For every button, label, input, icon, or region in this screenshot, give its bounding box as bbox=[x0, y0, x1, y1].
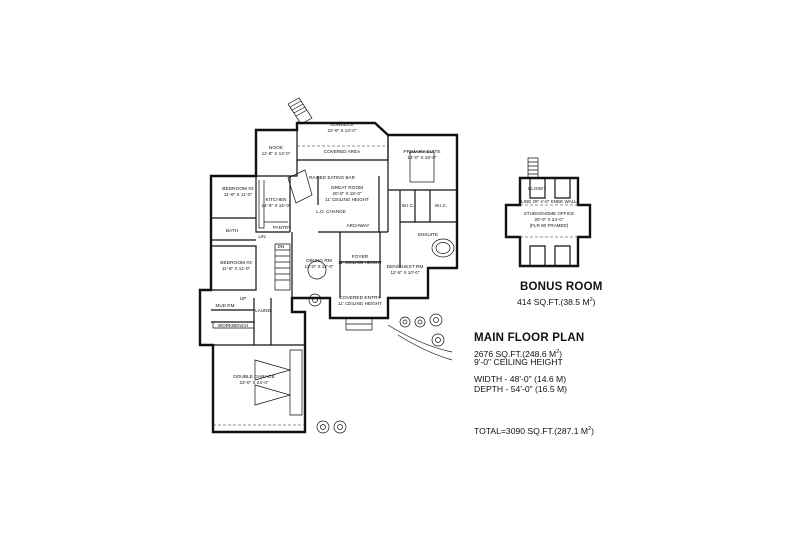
pantry-label: PANTRY bbox=[273, 225, 291, 230]
bonus-office-dims: 20'-0" X 24'-0" bbox=[534, 217, 563, 222]
main-floor-area: 2676 SQ.FT.(248.6 M2) bbox=[474, 347, 562, 359]
den-guest-label: DEN/GUEST RM bbox=[387, 264, 424, 270]
total-area-m2: (287.1 M bbox=[554, 425, 589, 436]
bonus-office-label: STUDIO/HOME OFFICE bbox=[524, 211, 575, 216]
bonus-room-area: 414 SQ.FT.(38.5 M2) bbox=[517, 295, 596, 307]
bonus-area-m2: (38.5 M bbox=[560, 296, 590, 307]
wic2-label: W.I.C. bbox=[435, 203, 448, 208]
lo-change-label: L.O. CHANGE bbox=[316, 209, 346, 214]
kitchen-label: KITCHEN bbox=[265, 197, 287, 203]
entry-steps bbox=[345, 317, 373, 331]
bonus-area-close: ) bbox=[592, 296, 596, 307]
main-depth: DEPTH - 54'-0" (16.5 M) bbox=[474, 384, 568, 394]
bonus-dormer-note: LINE OF 4'-0" KNEE WALL bbox=[521, 199, 577, 204]
bonus-walls bbox=[504, 176, 592, 268]
garage-column bbox=[289, 349, 303, 416]
covered-area-label: COVERED AREA bbox=[324, 149, 361, 154]
main-area-m2: (248.6 M bbox=[522, 348, 557, 359]
great-room-ceiling: 11' CEILING HEIGHT bbox=[325, 197, 369, 202]
main-floor-plan: SUNDECK 22'-8" X 14'-0" COVERED AREA NOO… bbox=[198, 97, 459, 434]
dining-table bbox=[307, 260, 327, 280]
main-area-sup: 2 bbox=[556, 349, 560, 355]
bonus-area-sqft: 414 SQ.FT. bbox=[517, 296, 561, 307]
nook-walls bbox=[255, 130, 298, 177]
main-width: WIDTH - 48'-0" (14.6 M) bbox=[474, 374, 567, 384]
primary-suite-dims: 14'-0" X 18'-0" bbox=[407, 155, 436, 160]
den-guest-dims: 12'-8" X 10'-0" bbox=[390, 270, 419, 275]
sundeck-dims: 22'-8" X 14'-0" bbox=[327, 128, 356, 133]
foyer-ceiling: 11' CEILING HEIGHT bbox=[338, 260, 382, 265]
total-area-sup: 2 bbox=[588, 426, 592, 432]
bonus-room-plan: STUDIO/HOME OFFICE 20'-0" X 24'-0" (FLR … bbox=[504, 157, 592, 268]
bonus-room-title: BONUS ROOM bbox=[520, 281, 603, 293]
sundeck-label: SUNDECK bbox=[330, 122, 354, 128]
laund-label: LAUND bbox=[255, 308, 271, 313]
bedroom3-label: BEDROOM #3 bbox=[220, 260, 252, 266]
covered-entry-ceiling: 11' CEILING HEIGHT bbox=[338, 301, 382, 306]
nook-label: NOOK bbox=[269, 145, 284, 151]
total-area-close: ) bbox=[591, 425, 595, 436]
great-room-label: GREAT ROOM bbox=[331, 185, 363, 191]
bedroom3-dims: 11'-8" X 11'-0" bbox=[222, 266, 251, 271]
dining-label: DINING RM bbox=[306, 258, 332, 264]
foyer-label: FOYER bbox=[352, 254, 369, 260]
interior-walls bbox=[211, 135, 457, 346]
kitchen-island bbox=[287, 169, 313, 204]
eating-bar-label: RAISED EATING BAR bbox=[309, 175, 356, 180]
stair-up-label: UP bbox=[240, 296, 246, 301]
garage-label: DOUBLE GARAGE bbox=[233, 374, 275, 380]
kitchen-dims: 14'-6" X 15'-0" bbox=[261, 203, 290, 208]
covered-entry-label: COVERED ENTRY bbox=[339, 295, 381, 301]
bonus-area-sup: 2 bbox=[589, 297, 593, 303]
sundeck-outline bbox=[296, 130, 389, 161]
archway-label: ARCHWAY bbox=[347, 223, 370, 228]
primary-suite-label: PRIMARY SUITE bbox=[403, 149, 440, 155]
bedroom2-dims: 11'-8" X 11'-0" bbox=[224, 192, 253, 197]
main-area-close: ) bbox=[559, 348, 563, 359]
ensuite-tub-inner bbox=[435, 242, 451, 254]
bonus-closets bbox=[529, 178, 571, 266]
total-area-sqft: TOTAL=3090 SQ.FT. bbox=[474, 425, 555, 436]
mud-room-counter bbox=[212, 321, 255, 329]
garage-door-marks bbox=[254, 359, 292, 406]
bonus-office-note: (FLR 80 FRAMED) bbox=[530, 223, 569, 228]
ensuite-tub bbox=[431, 238, 455, 258]
great-room-dims: 20'-0" X 16'-0" bbox=[332, 191, 361, 196]
main-ceiling-height: 9'-0" CEILING HEIGHT bbox=[474, 357, 563, 367]
bonus-stairs bbox=[527, 157, 539, 179]
main-floor-title: MAIN FLOOR PLAN bbox=[474, 332, 585, 344]
mud-room-label: MUD RM bbox=[216, 303, 235, 308]
bonus-closet-label: CLOSET bbox=[528, 186, 547, 191]
main-area-sqft: 2676 SQ.FT. bbox=[474, 348, 523, 359]
bedroom2-label: BEDROOM #2 bbox=[222, 186, 254, 192]
deck-stairs bbox=[287, 97, 313, 125]
total-area: TOTAL=3090 SQ.FT.(287.1 M2) bbox=[474, 424, 594, 436]
kitchen-counters bbox=[258, 180, 288, 229]
front-walkway bbox=[387, 324, 453, 361]
ensuite-label: ENSUITE bbox=[418, 232, 438, 237]
wic-label: W.I.C. bbox=[402, 203, 415, 208]
linen-label: LIN bbox=[258, 234, 265, 239]
workbench-label: WORKBENCH bbox=[218, 323, 248, 328]
dining-dims: 12'-0" X 12'-0" bbox=[304, 264, 333, 269]
garage-dims: 23'-0" X 24'-0" bbox=[239, 380, 268, 385]
landscape-trees bbox=[308, 293, 445, 434]
nook-dims: 11'-8" X 12'-0" bbox=[262, 151, 291, 156]
exterior-walls bbox=[198, 121, 459, 434]
stair-dn-label: DN bbox=[278, 244, 285, 249]
primary-bed bbox=[409, 151, 435, 183]
bath-label: BATH bbox=[226, 228, 238, 233]
main-stairs bbox=[274, 243, 291, 291]
